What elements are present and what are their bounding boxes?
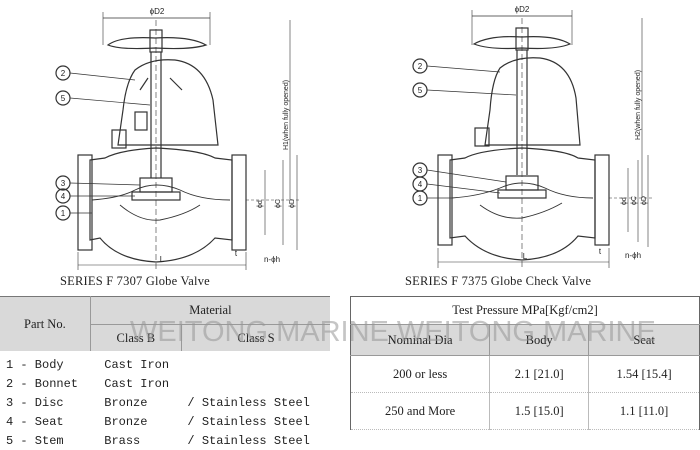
dim-t-label: t	[235, 249, 238, 258]
nominal-dia-header: Nominal Dia	[349, 324, 490, 356]
table-row: 1 - Body Cast Iron	[0, 351, 330, 374]
part-cell: 5 - Stem	[6, 433, 64, 448]
dim-big-d-label-right: ϕD	[641, 196, 648, 205]
body-cell: 1.5 [15.0]	[489, 392, 589, 430]
globe-check-valve-svg: ϕD2 2 5 3 4 1 L t n-ϕh ϕd ϕC ϕD H2(when …	[412, 5, 652, 268]
part-cell: 3 - Disc	[6, 395, 64, 410]
dim-d-label: ϕd	[257, 200, 264, 208]
class-s-cell: / Stainless Steel	[187, 395, 310, 410]
dim-bolt-label: n-ϕh	[264, 255, 280, 264]
balloon-4-right: 4	[418, 180, 423, 189]
part-cell: 1 - Body	[6, 357, 64, 372]
class-b-cell: Cast Iron	[104, 357, 170, 372]
dim-l-label: L	[160, 255, 165, 264]
class-b-header: Class B	[90, 324, 182, 351]
table-row: 3 - Disc Bronze / Stainless Steel	[0, 393, 330, 412]
dim-bolt-label-right: n-ϕh	[625, 251, 641, 260]
body-header: Body	[489, 324, 589, 356]
table-row: 5 - Stem Brass / Stainless Steel	[0, 431, 330, 450]
class-b-cell: Bronze	[104, 414, 148, 429]
globe-check-valve-caption: SERIES F 7375 Globe Check Valve	[405, 274, 592, 288]
part-cell: 2 - Bonnet	[6, 376, 79, 391]
dim-h1-label: H1(when fully opened)	[283, 80, 290, 150]
globe-check-valve-drawing: ϕD2 2 5 3 4 1 L t n-ϕh ϕd ϕC ϕD H2(when …	[350, 0, 700, 290]
dim-big-d-label: ϕD	[289, 199, 296, 208]
body-cell: 2.1 [21.0]	[489, 355, 589, 393]
test-pressure-title: Test Pressure MPa[Kgf/cm2]	[350, 296, 700, 325]
balloon-5: 5	[61, 94, 66, 103]
balloon-1: 1	[61, 209, 66, 218]
balloon-3: 3	[61, 179, 66, 188]
class-s-cell: / Stainless Steel	[187, 414, 310, 429]
dia-cell: 250 and More	[349, 392, 490, 430]
seat-cell: 1.1 [11.0]	[588, 392, 700, 430]
class-b-cell: Brass	[104, 433, 141, 448]
balloon-3-right: 3	[418, 166, 423, 175]
dim-d2-label: ϕD2	[150, 7, 165, 16]
globe-valve-drawing: ϕD2 2 5 3 4 1 L t n-ϕh ϕd ϕC ϕD H1(when …	[0, 0, 350, 290]
globe-valve-caption: SERIES F 7307 Globe Valve	[60, 274, 210, 288]
class-s-cell	[181, 374, 330, 393]
table-row: 200 or less 2.1 [21.0] 1.54 [15.4]	[349, 355, 700, 393]
part-no-header: Part No.	[0, 296, 91, 351]
dim-l-label-right: L	[523, 252, 528, 261]
dim-c-label: ϕC	[275, 199, 282, 208]
dim-d2-label-right: ϕD2	[515, 5, 530, 14]
class-b-cell: Cast Iron	[104, 376, 170, 391]
dia-cell: 200 or less	[349, 355, 490, 393]
material-header: Material	[90, 296, 330, 325]
part-cell: 4 - Seat	[6, 414, 64, 429]
class-s-cell: / Stainless Steel	[187, 433, 310, 448]
class-s-header: Class S	[181, 324, 330, 351]
table-row: 250 and More 1.5 [15.0] 1.1 [11.0]	[349, 392, 700, 430]
balloon-2-right: 2	[418, 62, 423, 71]
class-b-cell: Bronze	[104, 395, 148, 410]
test-pressure-table: Test Pressure MPa[Kgf/cm2] Nominal Dia B…	[349, 296, 700, 430]
table-row: 4 - Seat Bronze / Stainless Steel	[0, 412, 330, 431]
dim-h2-label: H2(when fully opened)	[635, 70, 642, 140]
dim-d-label-right: ϕd	[621, 197, 628, 205]
balloon-2: 2	[61, 69, 66, 78]
balloon-4: 4	[61, 192, 66, 201]
table-row: 2 - Bonnet Cast Iron	[0, 374, 330, 393]
dim-t-label-right: t	[599, 247, 602, 256]
seat-cell: 1.54 [15.4]	[588, 355, 700, 393]
class-s-cell	[181, 351, 330, 374]
seat-header: Seat	[588, 324, 700, 356]
dim-c-label-right: ϕC	[631, 196, 638, 205]
balloon-1-right: 1	[418, 194, 423, 203]
balloon-5-right: 5	[418, 86, 423, 95]
globe-valve-svg: ϕD2 2 5 3 4 1 L t n-ϕh ϕd ϕC ϕD H1(when …	[55, 7, 300, 270]
parts-material-table: Part No. Material Class B Class S 1 - Bo…	[0, 296, 330, 450]
